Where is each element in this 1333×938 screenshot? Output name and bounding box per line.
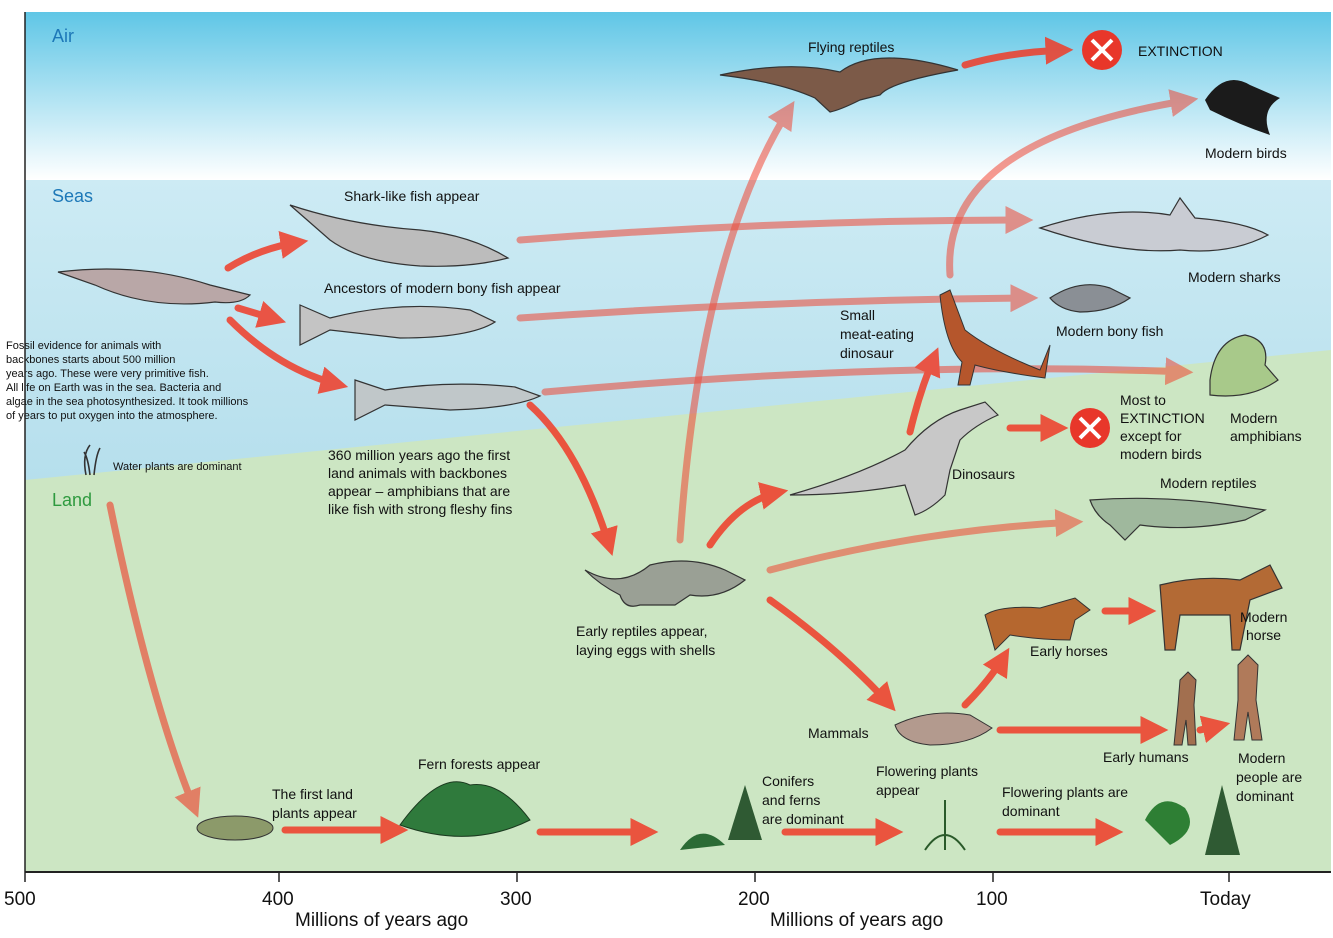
label-most-extinction-2: EXTINCTION xyxy=(1120,410,1205,426)
label-modern-horse-1: Modern xyxy=(1240,609,1287,625)
label-first-land-animals-2: land animals with backbones xyxy=(328,465,507,481)
tick-300: 300 xyxy=(500,889,532,910)
label-conifers-2: and ferns xyxy=(762,792,820,808)
label-modern-people-3: dominant xyxy=(1236,788,1294,804)
zone-air-label: Air xyxy=(52,26,74,46)
label-water-plants: Water plants are dominant xyxy=(113,461,242,473)
extinction-icon xyxy=(1082,30,1122,70)
label-ancestors-bony: Ancestors of modern bony fish appear xyxy=(324,280,561,296)
tick-500: 500 xyxy=(4,889,36,910)
fossil-note-6: of years to put oxygen into the atmosphe… xyxy=(6,410,218,422)
label-conifers-3: are dominant xyxy=(762,811,844,827)
air-zone xyxy=(25,12,1331,180)
label-mammals: Mammals xyxy=(808,725,869,741)
label-flowering-dominant-2: dominant xyxy=(1002,803,1060,819)
axis-title-right: Millions of years ago xyxy=(770,910,943,931)
label-flowering-appear-2: appear xyxy=(876,782,920,798)
label-most-extinction-3: except for xyxy=(1120,428,1182,444)
label-flowering-appear-1: Flowering plants xyxy=(876,763,978,779)
label-first-land-plants-2: plants appear xyxy=(272,805,357,821)
axis-ticks xyxy=(25,872,1229,882)
label-fern-forests: Fern forests appear xyxy=(418,756,541,772)
label-modern-bony: Modern bony fish xyxy=(1056,323,1163,339)
label-modern-horse-2: horse xyxy=(1246,627,1281,643)
tick-100: 100 xyxy=(976,889,1008,910)
label-conifers-1: Conifers xyxy=(762,773,814,789)
fossil-note-5: algae in the sea photosynthesized. It to… xyxy=(6,396,249,408)
label-early-horses: Early horses xyxy=(1030,643,1108,659)
fossil-note-1: Fossil evidence for animals with xyxy=(6,340,161,352)
label-early-humans: Early humans xyxy=(1103,749,1189,765)
label-most-extinction-1: Most to xyxy=(1120,392,1166,408)
zone-seas-label: Seas xyxy=(52,186,93,206)
label-early-reptiles-1: Early reptiles appear, xyxy=(576,623,708,639)
arrow-humans-to-modern-people xyxy=(1200,725,1222,730)
label-modern-amphibians-2: amphibians xyxy=(1230,428,1302,444)
extinction-icon-dinosaurs xyxy=(1070,408,1110,448)
label-modern-amphibians-1: Modern xyxy=(1230,410,1277,426)
axis-title-left: Millions of years ago xyxy=(295,910,468,931)
label-modern-people-1: Modern xyxy=(1238,750,1285,766)
label-modern-people-2: people are xyxy=(1236,769,1302,785)
fossil-note-4: All life on Earth was in the sea. Bacter… xyxy=(6,382,221,394)
label-extinction: EXTINCTION xyxy=(1138,43,1223,59)
tick-400: 400 xyxy=(262,889,294,910)
tick-today: Today xyxy=(1200,889,1251,910)
label-modern-sharks: Modern sharks xyxy=(1188,269,1281,285)
label-flying-reptiles: Flying reptiles xyxy=(808,39,894,55)
label-modern-birds: Modern birds xyxy=(1205,145,1287,161)
label-dinosaurs: Dinosaurs xyxy=(952,466,1015,482)
fossil-note-3: years ago. These were very primitive fis… xyxy=(6,368,209,380)
label-first-land-plants-1: The first land xyxy=(272,786,353,802)
label-small-dino-2: meat-eating xyxy=(840,326,914,342)
first-land-plant-icon xyxy=(197,816,273,840)
label-flowering-dominant-1: Flowering plants are xyxy=(1002,784,1128,800)
label-first-land-animals-4: like fish with strong fleshy fins xyxy=(328,501,512,517)
label-first-land-animals-3: appear – amphibians that are xyxy=(328,483,510,499)
label-small-dino-3: dinosaur xyxy=(840,345,894,361)
tick-200: 200 xyxy=(738,889,770,910)
label-small-dino-1: Small xyxy=(840,307,875,323)
label-shark-like: Shark-like fish appear xyxy=(344,188,480,204)
label-modern-reptiles: Modern reptiles xyxy=(1160,475,1257,491)
label-early-reptiles-2: laying eggs with shells xyxy=(576,642,715,658)
label-first-land-animals-1: 360 million years ago the first xyxy=(328,447,510,463)
fossil-note-2: backbones starts about 500 million xyxy=(6,354,175,366)
label-most-extinction-4: modern birds xyxy=(1120,446,1202,462)
zone-land-label: Land xyxy=(52,490,92,510)
